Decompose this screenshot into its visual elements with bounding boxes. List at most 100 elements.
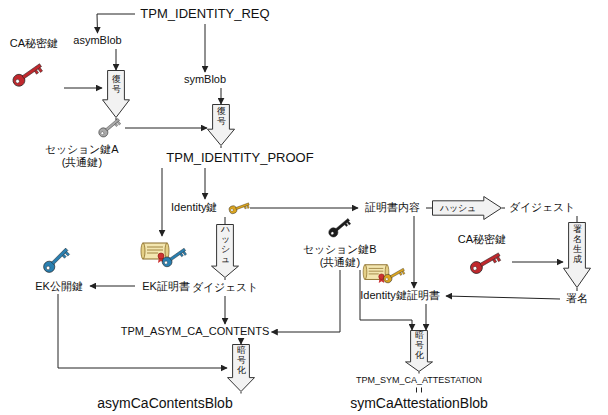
ek-key-icon [160,245,187,268]
connector [426,304,427,330]
connector-line [426,208,432,209]
identity-key-icon [228,200,250,214]
arrow-label: 署名生成 [573,225,582,265]
text-node: ダイジェスト [190,280,260,296]
connector-line [241,340,242,344]
identity-key-icon [382,266,406,285]
node-label: CA秘密鍵 [458,233,506,246]
text-node: CA秘密鍵 [4,36,64,94]
node-label: Identity鍵 [171,201,217,214]
connector-line [250,208,358,209]
connector [241,340,242,344]
text-node: セッション鍵B (共通鍵) [297,218,383,270]
node-label: asymCaContentsBlob [97,395,232,412]
ca-private-key-icon [468,249,502,275]
connector-line [414,216,415,288]
node-label: TPM_ASYM_CA_CONTENTS [121,325,270,338]
connector-line [225,278,226,280]
text-node: TPM_SYM_CA_ATTESTATION [350,374,488,387]
arrow-text-area: 復号 [102,70,130,100]
block-arrow: ハッシュ [211,224,239,278]
connector-line [97,14,135,33]
connector-line [446,296,560,299]
connector-line [90,286,135,287]
connector-line [162,168,163,236]
connector [205,24,206,72]
connector [512,262,563,263]
block-arrow-outline [212,225,239,278]
text-node: CA秘密鍵 [452,232,512,280]
connector [414,216,415,288]
block-arrow-outline [228,345,255,392]
text-node: Identity鍵証明書 [354,288,446,304]
text-node: symCaAttestationBlob [340,394,498,413]
arrow-text-area: 暗号化 [227,344,255,378]
connector [97,14,135,33]
connector-line [225,217,226,224]
connector-line [272,270,341,332]
arrow-text-area: 暗号化 [405,330,433,362]
node-label: symBlob [184,73,226,86]
block-arrow-outline [103,71,130,118]
text-node: EK公開鍵 [28,238,90,294]
connector [64,88,102,89]
text-node: 署名 [560,291,594,307]
connector [90,286,135,287]
block-arrow-outline [433,197,502,220]
node-label: ダイジェスト [192,281,258,294]
connector-line [205,168,206,199]
text-node: TPM_ASYM_CA_CONTENTS [119,324,272,340]
connector-line [426,304,427,330]
connector [205,168,206,199]
text-node: asymBlob [70,33,125,49]
node-label: セッション鍵A (共通鍵) [40,143,124,169]
arrow-text-area: ハッシュ [211,224,239,266]
connector-line [125,128,207,129]
node-label: EK証明書 [142,280,190,293]
connector-line [64,88,102,89]
connector [225,217,226,224]
node-label: CA秘密鍵 [10,37,58,50]
connector [116,49,117,70]
node-label: ダイジェスト [509,201,575,214]
connector [419,372,420,374]
node-label: セッション鍵B (共通鍵) [298,243,382,269]
text-node: Identity鍵 [170,199,250,217]
connector [577,216,578,222]
block-arrow-outline [406,331,433,372]
connector-line [225,296,226,324]
node-label: 証明書内容 [365,201,420,214]
connector [250,208,358,209]
connector [116,118,117,120]
block-arrow: ハッシュ [432,196,502,220]
node-label: TPM_IDENTITY_REQ [140,6,269,22]
text-node: 証明書内容 [358,200,426,216]
text-node: TPM_IDENTITY_REQ [135,4,275,24]
text-node: symBlob [182,72,229,88]
arrow-label: 復号 [217,107,226,127]
block-arrow-outline [208,105,235,146]
block-arrow: 復号 [207,104,235,146]
connector [221,146,222,148]
connector [125,128,207,129]
block-arrow-outline [564,223,591,288]
connector [225,278,226,280]
connector-line [419,372,420,374]
connector [577,288,578,291]
connector [502,208,505,209]
arrow-label: 暗号化 [415,331,424,361]
connector-line [221,88,222,104]
node-label: TPM_IDENTITY_PROOF [166,150,313,166]
connector-line [116,118,117,120]
connector [221,88,222,104]
ek-public-key-icon [41,245,70,274]
arrow-text-area: 署名生成 [563,222,591,268]
equals-stroke [421,388,422,393]
connector [446,296,560,299]
connector-line [577,288,578,291]
connector [225,296,226,324]
connector-line [577,216,578,222]
equals-connector [417,388,422,393]
connector-line [221,146,222,148]
